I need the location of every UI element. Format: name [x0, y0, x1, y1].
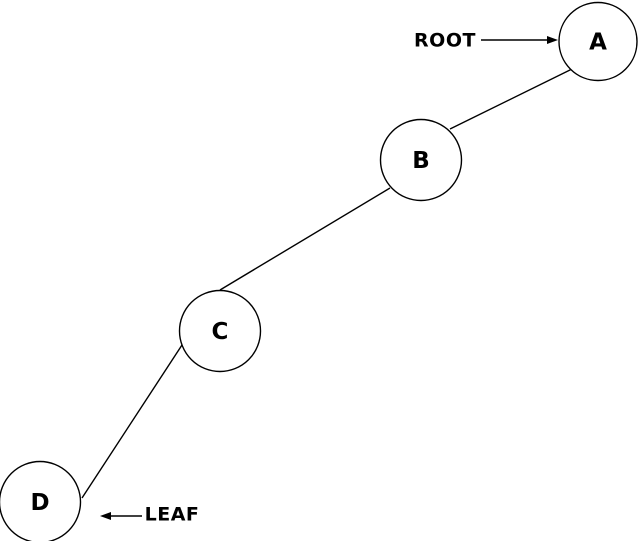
node-label-A: A: [589, 30, 607, 56]
node-label-C: C: [212, 319, 229, 345]
node-A: A: [558, 1, 638, 82]
annotation-root: ROOT: [414, 30, 558, 52]
edge-B-C: [219, 187, 391, 291]
node-C: C: [178, 289, 262, 373]
edge-A-B: [449, 68, 573, 130]
node-D: D: [0, 460, 82, 541]
node-circle-B: [379, 118, 463, 202]
edge-C-D: [81, 344, 183, 499]
node-circle-C: [178, 289, 262, 373]
node-circle-D: [0, 460, 82, 541]
annotation-arrowhead-root: [547, 36, 558, 44]
node-circle-A: [558, 1, 638, 82]
node-label-B: B: [412, 148, 430, 174]
annotation-label-leaf: LEAF: [145, 504, 200, 526]
node-B: B: [379, 118, 463, 202]
annotation-leaf: LEAF: [100, 504, 199, 526]
annotation-label-root: ROOT: [414, 30, 476, 52]
node-label-D: D: [30, 490, 49, 516]
annotation-arrowhead-leaf: [100, 512, 111, 520]
